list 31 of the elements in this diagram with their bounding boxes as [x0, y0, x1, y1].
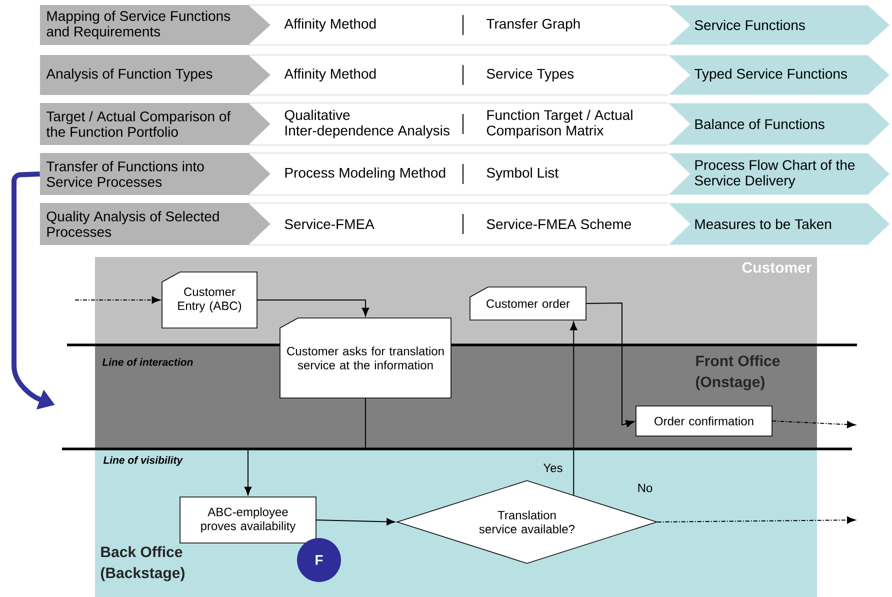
- arrow: [586, 302, 634, 428]
- method-banner: Qualitative Inter-dependence Analysis Function Target / Actual Comparison Matrix: [247, 102, 690, 146]
- arrow: [244, 398, 366, 496]
- process-card: Customer order: [470, 286, 586, 320]
- method-banner: Service-FMEA Service-FMEA Scheme: [247, 202, 690, 246]
- process-card: Customer Entry (ABC): [162, 272, 258, 328]
- method-banner: Affinity Method Service Types: [247, 54, 690, 96]
- method-banner: Affinity Method Transfer Graph: [247, 4, 690, 46]
- step-banner: Quality Analysis of Selected Processes: [40, 203, 270, 245]
- line-label: Line of visibility: [103, 456, 183, 466]
- result-banner: Balance of Functions: [667, 102, 890, 146]
- result-banner: Process Flow Chart of the Service Delivery: [667, 152, 890, 196]
- result-banner: Service Functions: [667, 4, 890, 46]
- step-banner: Transfer of Functions into Service Processes: [40, 153, 270, 195]
- edge-label: Yes: [542, 462, 564, 474]
- arrow: [256, 300, 370, 316]
- result-banner: Typed Service Functions: [667, 54, 890, 96]
- result-banner: Measures to be Taken: [667, 202, 890, 246]
- arrow: [316, 518, 396, 526]
- arrow: [772, 420, 856, 428]
- line-label: Line of interaction: [102, 358, 193, 366]
- method-banner: Process Modeling Method Symbol List: [247, 152, 690, 196]
- arrow: [656, 516, 856, 524]
- process-card: Customer asks for translation service at the information: [280, 318, 452, 398]
- process-box: ABC-employee proves availability: [180, 496, 316, 544]
- arrow: [570, 322, 578, 496]
- step-banner: Target / Actual Comparison of the Function Portfolio: [40, 103, 270, 145]
- step-banner: Mapping of Service Functions and Requirements: [40, 5, 270, 45]
- process-box: Order confirmation: [636, 406, 772, 436]
- step-banner: Analysis of Function Types: [40, 55, 270, 95]
- arrow: [74, 296, 160, 304]
